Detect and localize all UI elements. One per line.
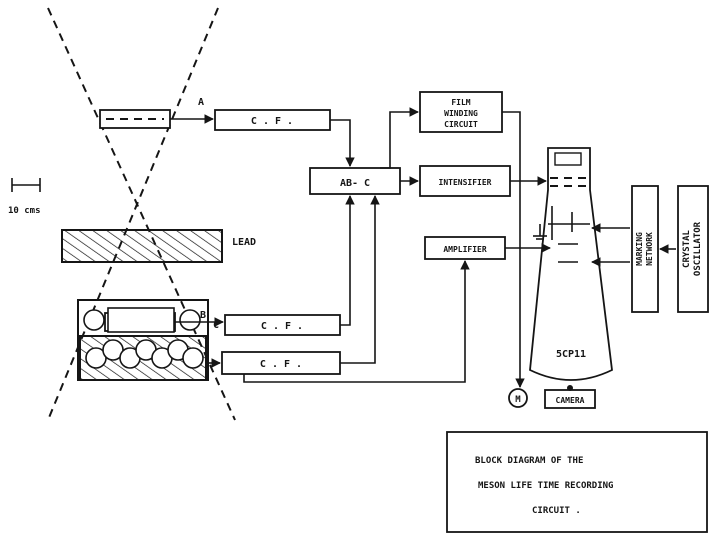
amplifier-label: AMPLIFIER	[443, 245, 487, 254]
camera-label: CAMERA	[556, 396, 585, 405]
caption-line-1: BLOCK DIAGRAM OF THE	[475, 456, 583, 466]
coincidence-label: AB- C	[340, 178, 370, 189]
film-winding-box	[419, 91, 503, 133]
caption-line-3: CIRCUIT .	[532, 506, 581, 516]
caption-line-2: MESON LIFE TIME RECORDING	[478, 481, 613, 491]
coincidence-box	[309, 167, 401, 195]
intensifier-box	[419, 165, 511, 197]
crt-tube	[529, 147, 613, 381]
intensifier-label: INTENSIFIER	[439, 178, 492, 187]
label-a: A	[198, 97, 204, 108]
cf-c-label: C . F .	[260, 359, 302, 370]
crystal-oscillator-box	[677, 185, 709, 313]
scale-label: 10 cms	[8, 206, 41, 216]
cf-b-label: C . F .	[261, 321, 303, 332]
motor-label: M	[515, 395, 521, 405]
crystal-label-1: CRYSTAL	[682, 229, 692, 268]
tube-label: 5CP11	[556, 349, 586, 360]
counter-a	[99, 109, 171, 129]
marking-label-1: MARKING	[635, 232, 644, 266]
scale-bar	[11, 178, 41, 192]
caption-box	[446, 431, 708, 533]
counter-c-tray	[77, 299, 209, 381]
lead-absorber	[61, 229, 223, 263]
film-label-2: WINDING	[444, 109, 478, 118]
cf-a-label: C . F .	[251, 116, 293, 127]
crystal-label-2: OSCILLATOR	[693, 221, 703, 276]
label-b: B	[200, 310, 206, 321]
lead-label: LEAD	[232, 237, 256, 248]
film-label-1: FILM	[451, 98, 470, 107]
motor-icon	[508, 388, 528, 408]
signal-lines	[170, 107, 676, 388]
marking-network-box	[631, 185, 659, 313]
film-label-3: CIRCUIT	[444, 120, 478, 129]
marking-label-2: NETWORK	[645, 232, 654, 266]
acceptance-cone	[47, 7, 236, 421]
